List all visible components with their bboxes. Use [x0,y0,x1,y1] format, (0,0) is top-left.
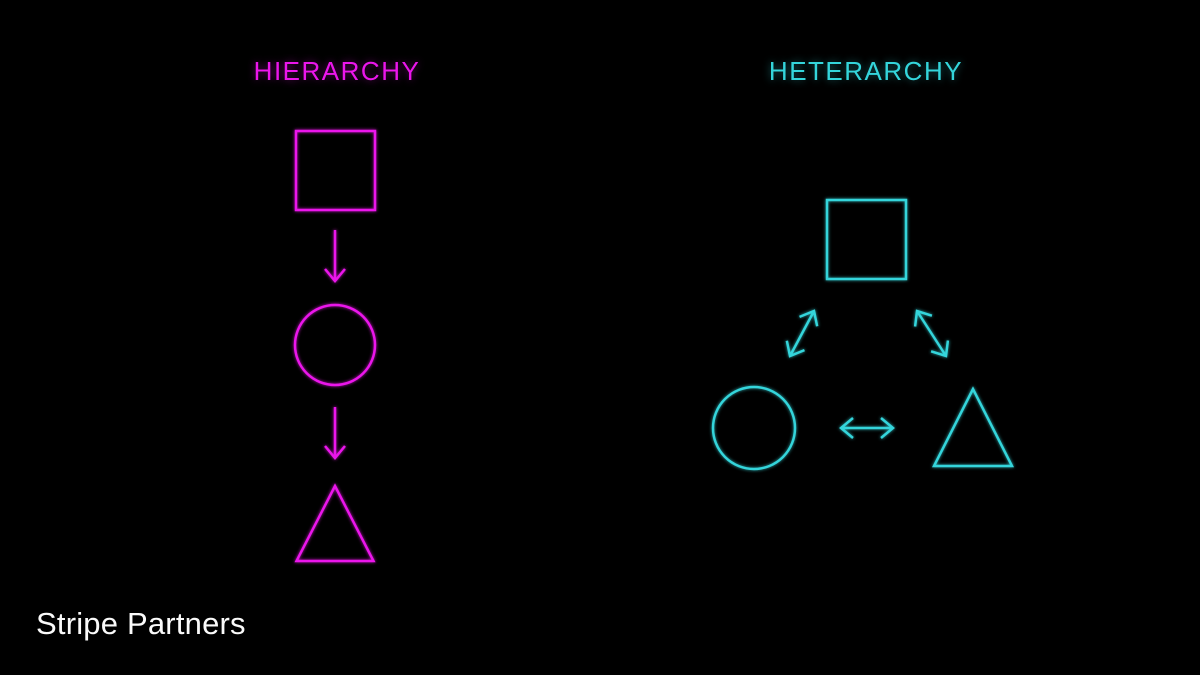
hierarchy-title: HIERARCHY [253,56,421,86]
hierarchy-triangle-node [294,483,376,563]
heterarchy-title: HETERARCHY [768,56,964,86]
heterarchy-square-node [825,198,908,281]
hierarchy-diagram-group [293,129,377,563]
heterarchy-arrow-square-triangle [913,309,950,358]
heterarchy-diagram-group [711,198,1015,471]
hierarchy-circle-node [293,303,377,387]
heterarchy-triangle-node [931,386,1015,468]
heterarchy-arrow-square-circle [785,309,819,358]
hierarchy-square-node [294,129,377,212]
heterarchy-circle-node [711,385,797,471]
brand-logo-text: Stripe Partners [36,606,246,641]
